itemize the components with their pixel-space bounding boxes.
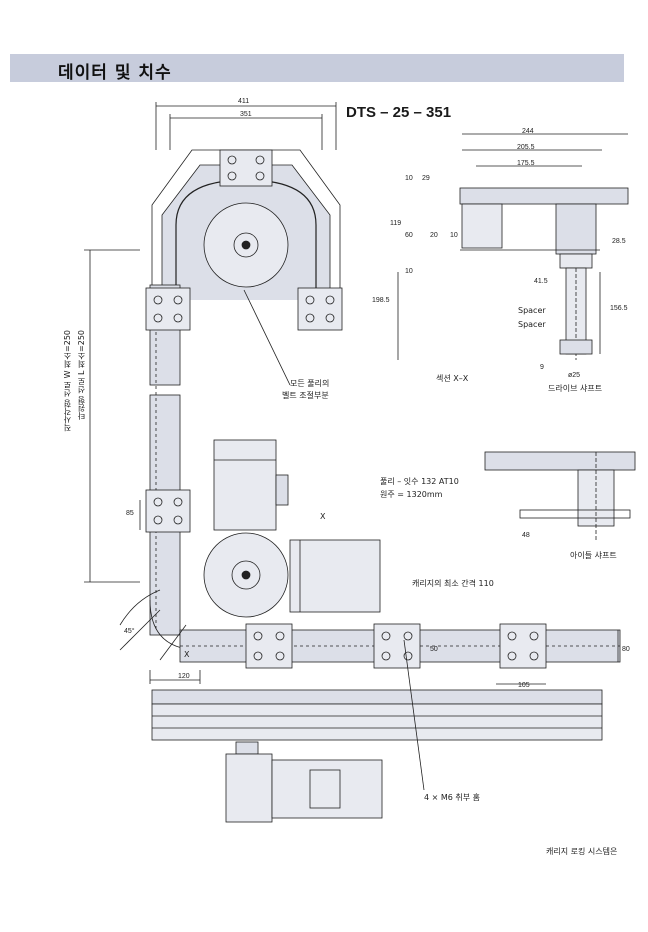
motor-lower [271, 759, 383, 819]
profile-rail-body [151, 703, 603, 741]
dim-29: 29 [422, 175, 430, 182]
top-carriage [219, 149, 273, 187]
dim-120: 120 [178, 673, 190, 680]
dim-top-outer: 411 [238, 98, 250, 105]
label-circumference: 원주 = 1320mm [380, 490, 443, 499]
dim-175: 175.5 [517, 160, 535, 167]
label-pulley-adjust-1: 모든 풀리의 [290, 379, 330, 388]
dim-85: 85 [126, 510, 134, 517]
idle-top-plate [484, 451, 636, 471]
label-pulley-adjust-2: 벨트 조절부분 [282, 391, 329, 400]
dim-10c: 10 [405, 268, 413, 275]
label-x-2: X [184, 650, 190, 659]
profile-rail-top [151, 689, 603, 705]
dim-156-5: 156.5 [610, 305, 628, 312]
carriage-left-1 [145, 287, 191, 331]
dim-205: 205.5 [517, 144, 535, 151]
dim-top-inner: 351 [240, 111, 252, 118]
dim-105: 105 [518, 682, 530, 689]
carriage-bottom-2 [373, 623, 421, 669]
dim-41-5: 41.5 [534, 278, 548, 285]
label-pulley-teeth: 풀리 – 잇수 132 AT10 [380, 477, 459, 486]
label-x-1: X [320, 512, 326, 521]
dim-50: 50 [430, 646, 438, 653]
label-vertical-l: 타원형 선로 L 최소=250 [77, 330, 86, 421]
dim-45: 45° [124, 628, 135, 635]
model-designation: DTS – 25 – 351 [346, 104, 452, 121]
label-idle-shaft: 아이들 샤프트 [570, 551, 617, 560]
dim-28-5: 28.5 [612, 238, 626, 245]
label-locking: 캐리지 로킹 시스템은 [546, 847, 618, 856]
dim-20: 20 [430, 232, 438, 239]
label-section: 섹션 X–X [436, 374, 469, 383]
label-drive-shaft: 드라이브 샤프트 [548, 384, 603, 393]
dim-48: 48 [522, 532, 530, 539]
carriage-bottom-3 [499, 623, 547, 669]
dim-10a: 10 [405, 175, 413, 182]
carriage-left-2 [145, 489, 191, 533]
dim-119: 119 [390, 220, 402, 227]
section-carriage [461, 203, 503, 249]
header-band [10, 54, 624, 82]
gearbox-lower [225, 753, 273, 823]
dim-9: 9 [540, 364, 544, 371]
dim-244: 244 [522, 128, 534, 135]
label-carriage-gap: 캐리지의 최소 간격 110 [412, 579, 494, 588]
label-tap-holes: 4 × M6 취부 홈 [424, 793, 481, 802]
dim-25: ø25 [568, 372, 581, 379]
section-top-plate [459, 187, 629, 205]
motor-vertical [213, 439, 277, 531]
label-spacer-1: Spacer [518, 306, 546, 315]
dim-60: 60 [405, 232, 413, 239]
motor-horizontal [289, 539, 381, 613]
dim-198-5: 198.5 [372, 297, 390, 304]
carriage-right-1 [297, 287, 343, 331]
page-title: 데이터 및 치수 [58, 63, 172, 83]
label-vertical-w: 직사각형 선로 W 최소=250 [63, 330, 72, 432]
label-spacer-2: Spacer [518, 320, 546, 329]
dim-10b: 10 [450, 232, 458, 239]
dim-80: 80 [622, 646, 630, 653]
carriage-bottom-1 [245, 623, 293, 669]
